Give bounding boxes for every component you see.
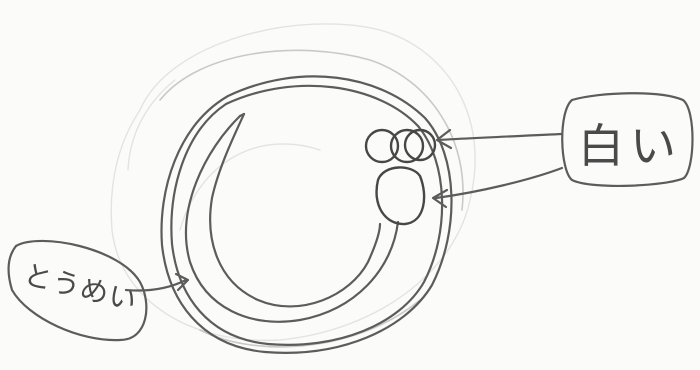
cell-outer-circle bbox=[162, 76, 452, 352]
white-label-text: 白い bbox=[578, 119, 682, 173]
white-blob-group bbox=[366, 130, 435, 224]
